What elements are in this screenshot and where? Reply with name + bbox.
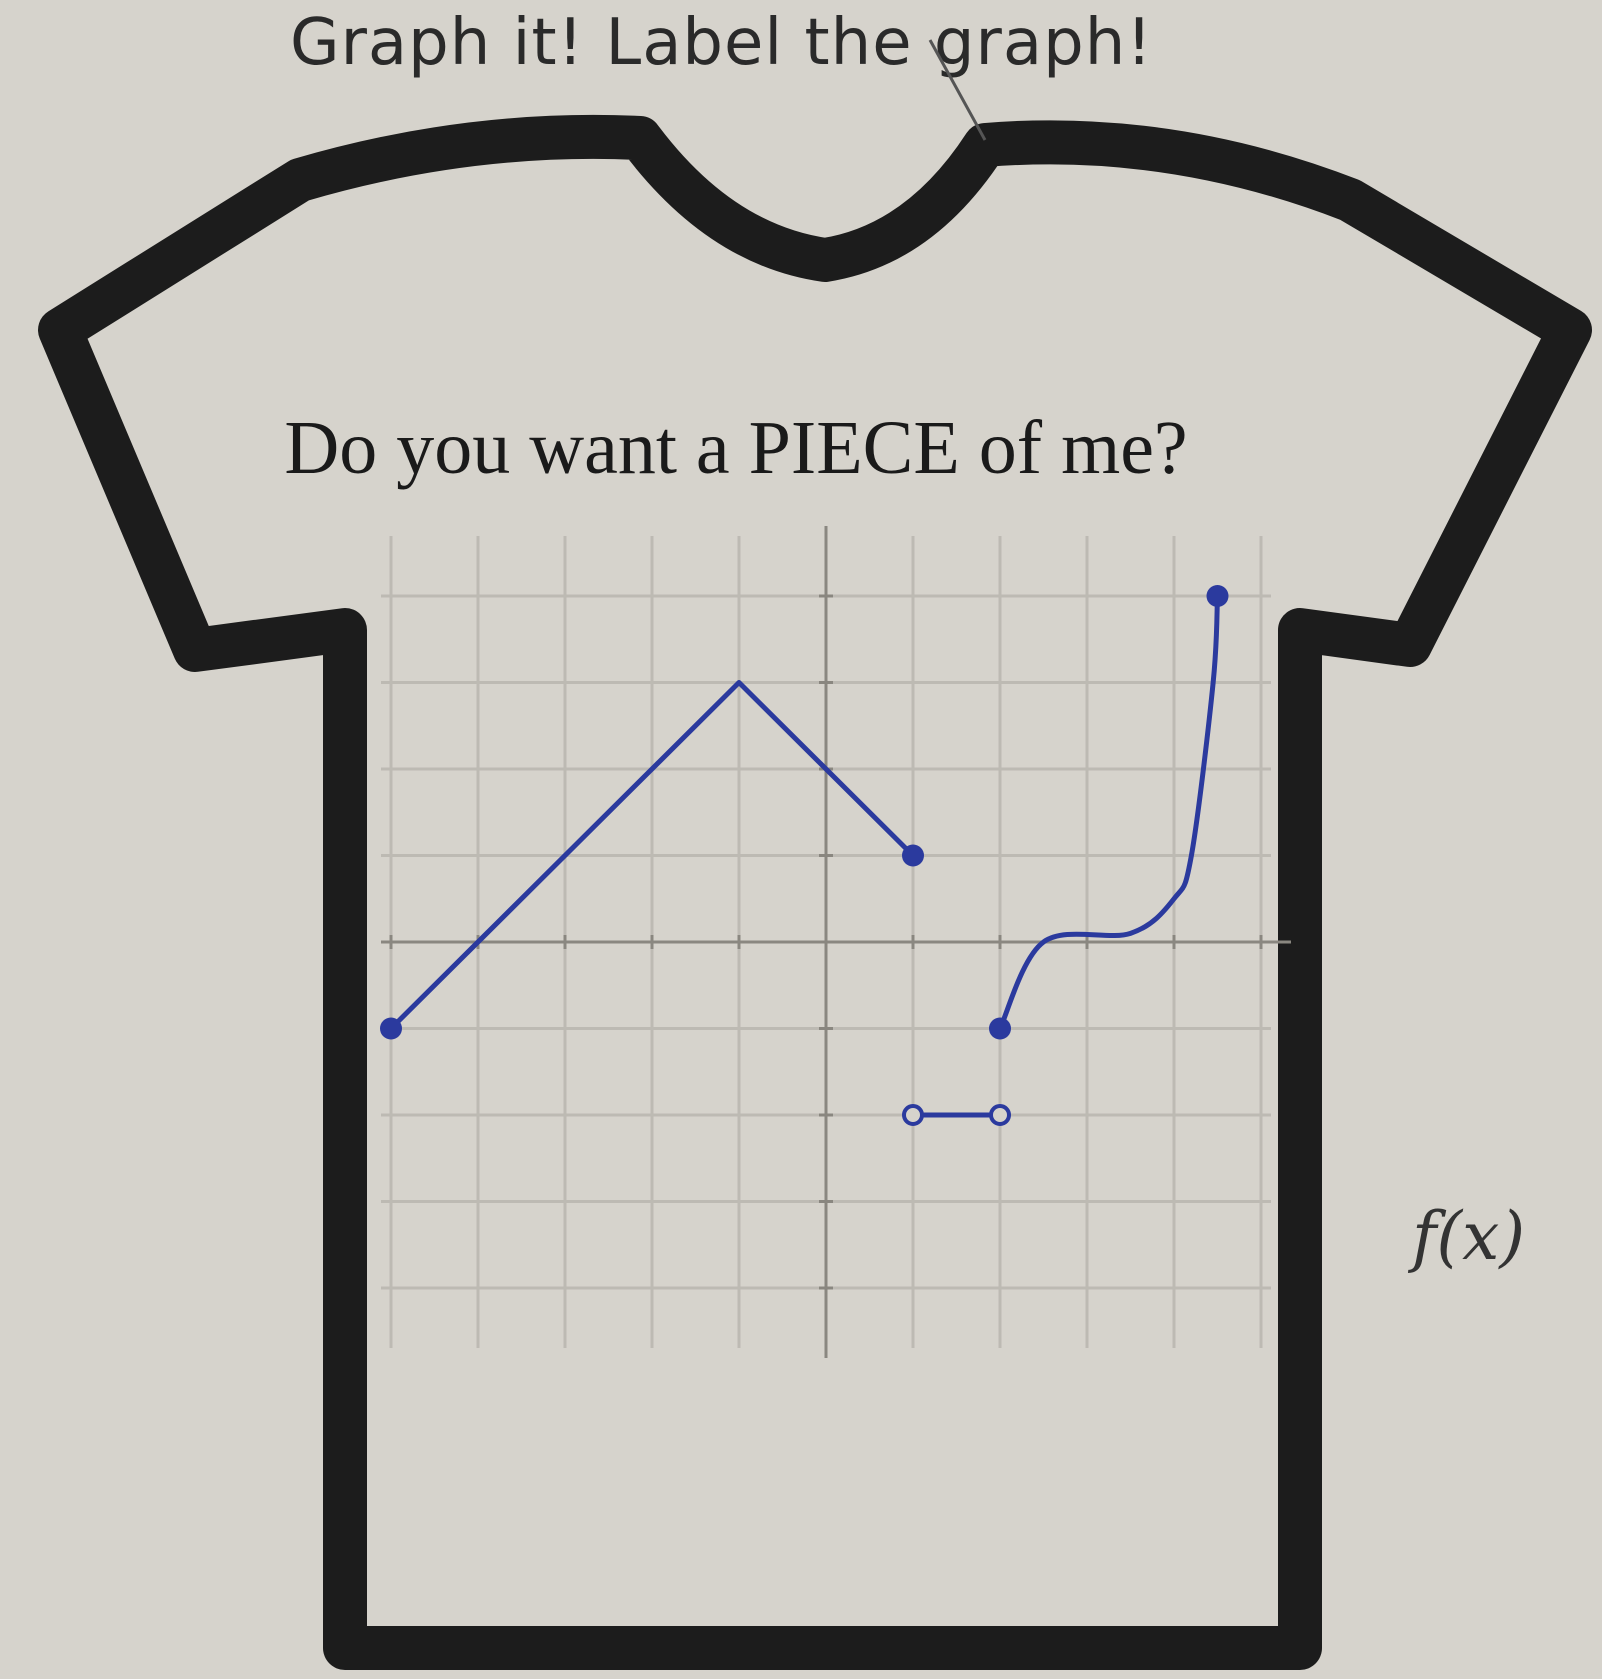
instruction-pointer-line bbox=[928, 39, 987, 141]
piece-3-end-point bbox=[1206, 585, 1229, 607]
piece-3-path bbox=[997, 595, 1220, 1030]
function-pieces bbox=[380, 585, 1229, 1126]
piece-2-start-point bbox=[902, 1104, 924, 1126]
axes bbox=[381, 526, 1291, 1358]
piece-1-path bbox=[389, 680, 915, 1031]
function-label: f(x) bbox=[1412, 1198, 1526, 1275]
piece-1-end-point bbox=[902, 844, 924, 867]
piece-1-start-point bbox=[380, 1017, 402, 1040]
tshirt-shape bbox=[38, 114, 1592, 1670]
shirt-title: Do you want a PIECE of me? bbox=[284, 406, 1188, 490]
piece-2-end-point bbox=[989, 1104, 1011, 1126]
piece-3-start-point bbox=[989, 1017, 1011, 1040]
instruction-text: Graph it! Label the graph! bbox=[290, 6, 1153, 80]
